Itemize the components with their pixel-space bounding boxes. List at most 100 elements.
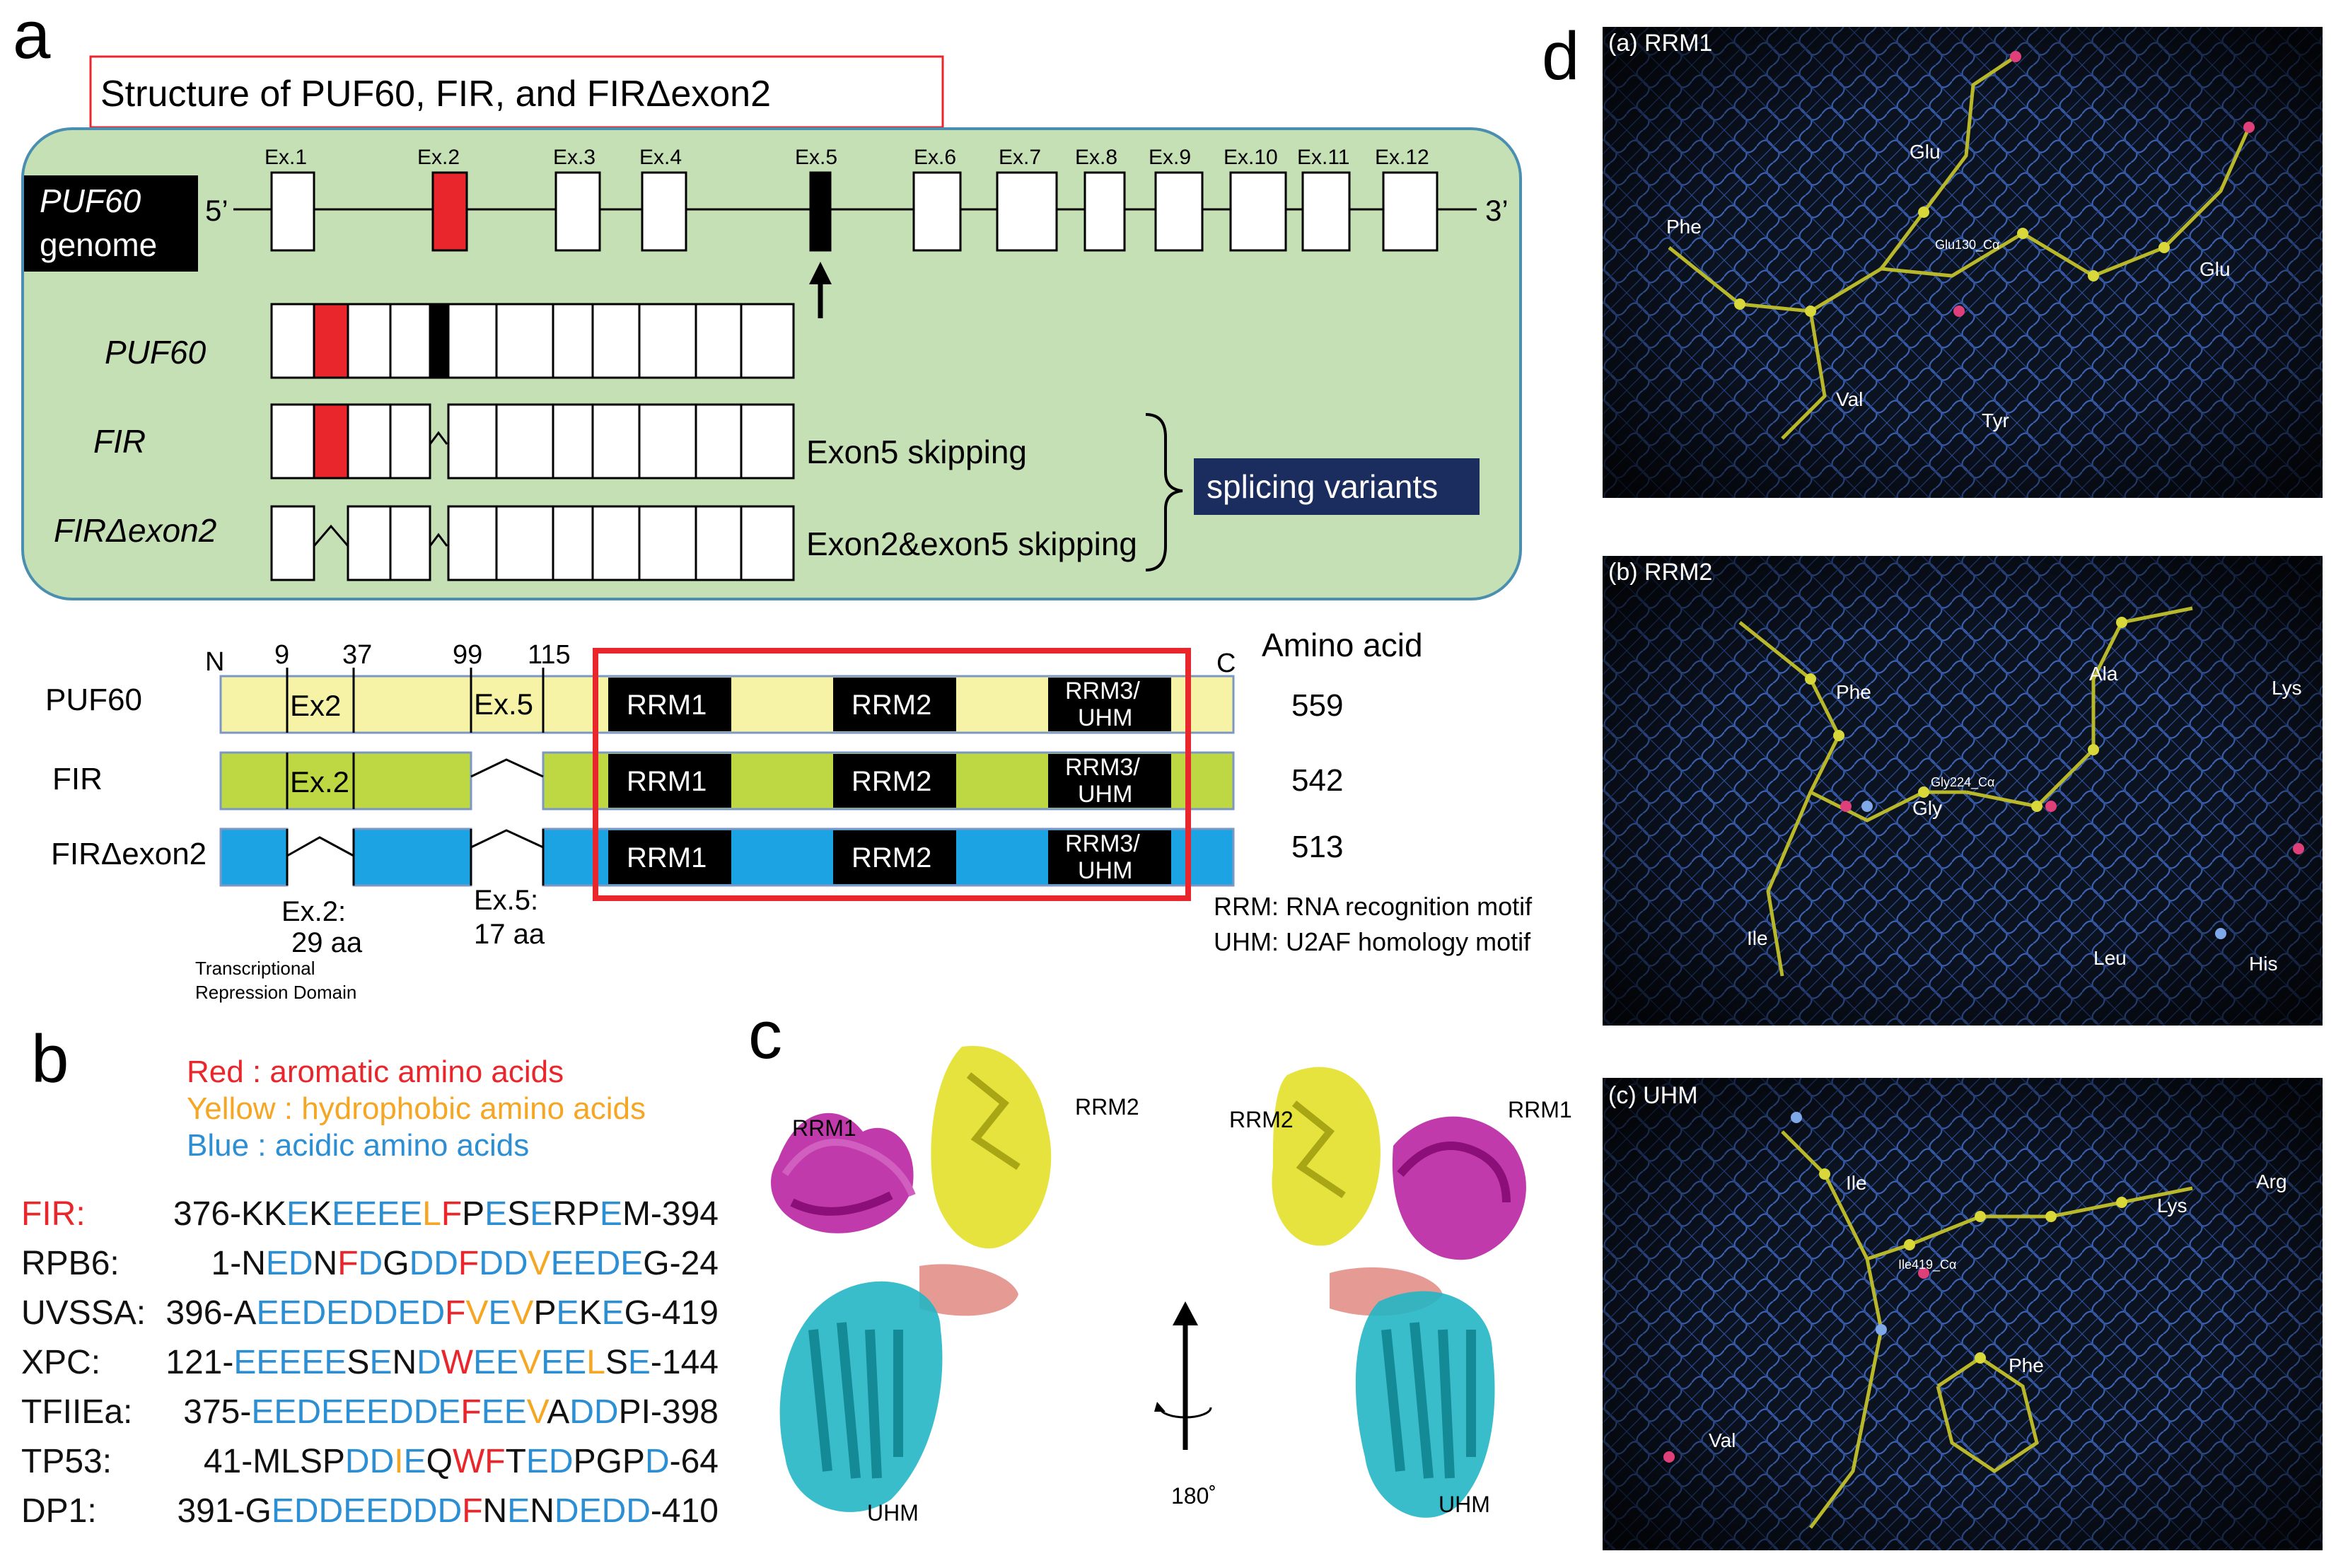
firdel-rrm1: RRM1: [627, 842, 707, 873]
exon-label-2: Ex.2: [417, 146, 460, 169]
protein-structure-left: [771, 1045, 1052, 1512]
exon-4: [641, 171, 687, 252]
legend-blue: Blue : acidic amino acids: [187, 1128, 529, 1163]
right-rrm2-label: RRM2: [1229, 1107, 1294, 1132]
sequence-name-3: XPC:: [21, 1344, 100, 1381]
ex2-note-line2: 29 aa: [291, 927, 363, 958]
density-map-rrm1: [1603, 27, 2323, 498]
ex5-note-line1: Ex.5:: [474, 885, 538, 916]
splicing-brace: [1145, 413, 1183, 571]
firdel-rrm3-line1: RRM3/: [1065, 830, 1140, 857]
density-map-uhm: [1603, 1078, 2323, 1550]
n-terminus-label: N: [205, 647, 224, 677]
exon-label-9: Ex.9: [1149, 146, 1191, 169]
panel-a-title: Structure of PUF60, FIR, and FIRΔexon2: [100, 74, 771, 115]
three-prime-label: 3’: [1485, 194, 1509, 227]
exon-2: [431, 171, 468, 252]
exon-label-10: Ex.10: [1224, 146, 1278, 169]
exon-label-1: Ex.1: [265, 146, 307, 169]
puf60-rrm3-line1: RRM3/: [1065, 678, 1140, 704]
rrm-highlight-box: [593, 648, 1191, 901]
exon-label-6: Ex.6: [914, 146, 956, 169]
exon-notes: Ex.2: 29 aa Ex.5: 17 aa: [281, 885, 545, 958]
rrm2-residue-2: Lys: [2272, 677, 2302, 699]
protein-name-firdel: FIRΔexon2: [51, 837, 207, 871]
sequence-5: 41-MLSPDDIEQWFTEDPGPD-64: [204, 1443, 719, 1480]
rrm2-residue-1: Ala: [2089, 663, 2118, 685]
rrm1-residue-2: Glu130_Cα: [1935, 238, 1999, 252]
legend-yellow: Yellow : hydrophobic amino acids: [187, 1091, 646, 1126]
panel-letter-a: a: [13, 0, 51, 73]
trd-line1: Transcriptional: [195, 958, 315, 979]
rrm1-residue-3: Glu: [2200, 258, 2231, 280]
fir-rrm2: RRM2: [852, 766, 931, 797]
sequence-name-6: DP1:: [21, 1492, 97, 1530]
transcript-fir: [270, 403, 795, 480]
sequence-name-2: UVSSA:: [21, 1294, 146, 1332]
exon-labels: Ex.1 Ex.2 Ex.3 Ex.4 Ex.5 Ex.6 Ex.7 Ex.8 …: [265, 146, 1429, 169]
rotation-arrow-icon: [1154, 1301, 1212, 1450]
panel-letter-b: b: [31, 1021, 69, 1097]
amino-acid-header: Amino acid: [1262, 627, 1423, 663]
genome-label-word: genome: [40, 226, 157, 263]
density-labels-rrm2: Phe Ala Lys Gly224_Cα Gly Ile Leu His: [1747, 663, 2302, 975]
exon-label-5: Ex.5: [795, 146, 837, 169]
density-labels-uhm: Ile Lys Arg Ile419_Cα Phe Val: [1709, 1171, 2287, 1451]
panel-letter-c: c: [748, 997, 782, 1073]
density-title-uhm: (c) UHM: [1608, 1082, 1698, 1109]
panel-b-legend: Red : aromatic amino acids Yellow : hydr…: [187, 1055, 646, 1163]
rrm2-residue-3: Gly224_Cα: [1931, 775, 1994, 790]
splicing-variants-box: [1194, 458, 1480, 515]
rotation-label: 180˚: [1171, 1483, 1216, 1509]
density-title-rrm1: (a) RRM1: [1608, 30, 1712, 57]
rrm2-residue-4: Gly: [1912, 797, 1942, 819]
exon-label-3: Ex.3: [553, 146, 595, 169]
length-firdel: 513: [1291, 830, 1343, 864]
rrm2-residue-0: Phe: [1836, 681, 1871, 703]
left-rrm2-label: RRM2: [1075, 1094, 1139, 1120]
rrm-domains: [608, 678, 1171, 884]
sequence-name-5: TP53:: [21, 1443, 112, 1480]
exon-label-7: Ex.7: [999, 146, 1041, 169]
panel-letter-d: d: [1542, 18, 1579, 94]
transcript-puf60: [270, 303, 795, 379]
exon-10: [1229, 171, 1287, 252]
fir-rrm3-line1: RRM3/: [1065, 754, 1140, 781]
firdel-rrm3-line2: UHM: [1078, 857, 1132, 884]
exon-label-4: Ex.4: [639, 146, 682, 169]
protein-structure-right: [1272, 1067, 1526, 1518]
exon-11: [1301, 171, 1351, 252]
exon-row: [270, 171, 1439, 252]
right-rrm1-label: RRM1: [1508, 1097, 1572, 1122]
exon-5: [809, 171, 832, 252]
uhm-residue-2: Arg: [2256, 1171, 2287, 1192]
rrm2-residue-5: Ile: [1747, 927, 1768, 949]
exon5-skipping-label: Exon5 skipping: [806, 434, 1027, 470]
legend-rrm: RRM: RNA recognition motif: [1214, 892, 1533, 921]
position-37: 37: [342, 640, 372, 670]
uhm-residue-3: Ile419_Cα: [1898, 1258, 1956, 1272]
puf60-rrm3-line2: UHM: [1078, 704, 1132, 731]
sequence-2: 396-AEEDEDDEDFVEVPEKEG-419: [165, 1294, 719, 1332]
rrm2-residue-7: His: [2249, 953, 2277, 975]
sequence-1: 1-NEDNFDGDDFDDVEEDEG-24: [211, 1245, 719, 1282]
protein-name-fir: FIR: [52, 762, 103, 796]
fir-rrm3-line2: UHM: [1078, 781, 1132, 808]
puf60-ex5-label: Ex.5: [474, 687, 533, 721]
exon2-exon5-skipping-label: Exon2&exon5 skipping: [806, 525, 1137, 562]
exon-label-11: Ex.11: [1297, 146, 1350, 169]
transcript-firdel: [270, 505, 795, 581]
exon-8: [1083, 171, 1126, 252]
uhm-residue-5: Val: [1709, 1429, 1736, 1451]
transcript-label-fir: FIR: [93, 423, 146, 460]
sequence-0: 376-KKEKEEEELFPESERPEM-394: [173, 1195, 719, 1233]
exon-1: [270, 171, 315, 252]
puf60-rrm1: RRM1: [627, 690, 707, 721]
trd-line2: Repression Domain: [195, 982, 356, 1003]
left-rrm1-label: RRM1: [792, 1115, 856, 1141]
sequence-alignment: FIR:376-KKEKEEEELFPESERPEM-394RPB6:1-NED…: [21, 1195, 719, 1530]
domain-position-labels: N 9 37 99 115 C: [205, 640, 1236, 678]
sequence-name-0: FIR:: [21, 1195, 86, 1233]
genome-label-box: [24, 175, 198, 272]
